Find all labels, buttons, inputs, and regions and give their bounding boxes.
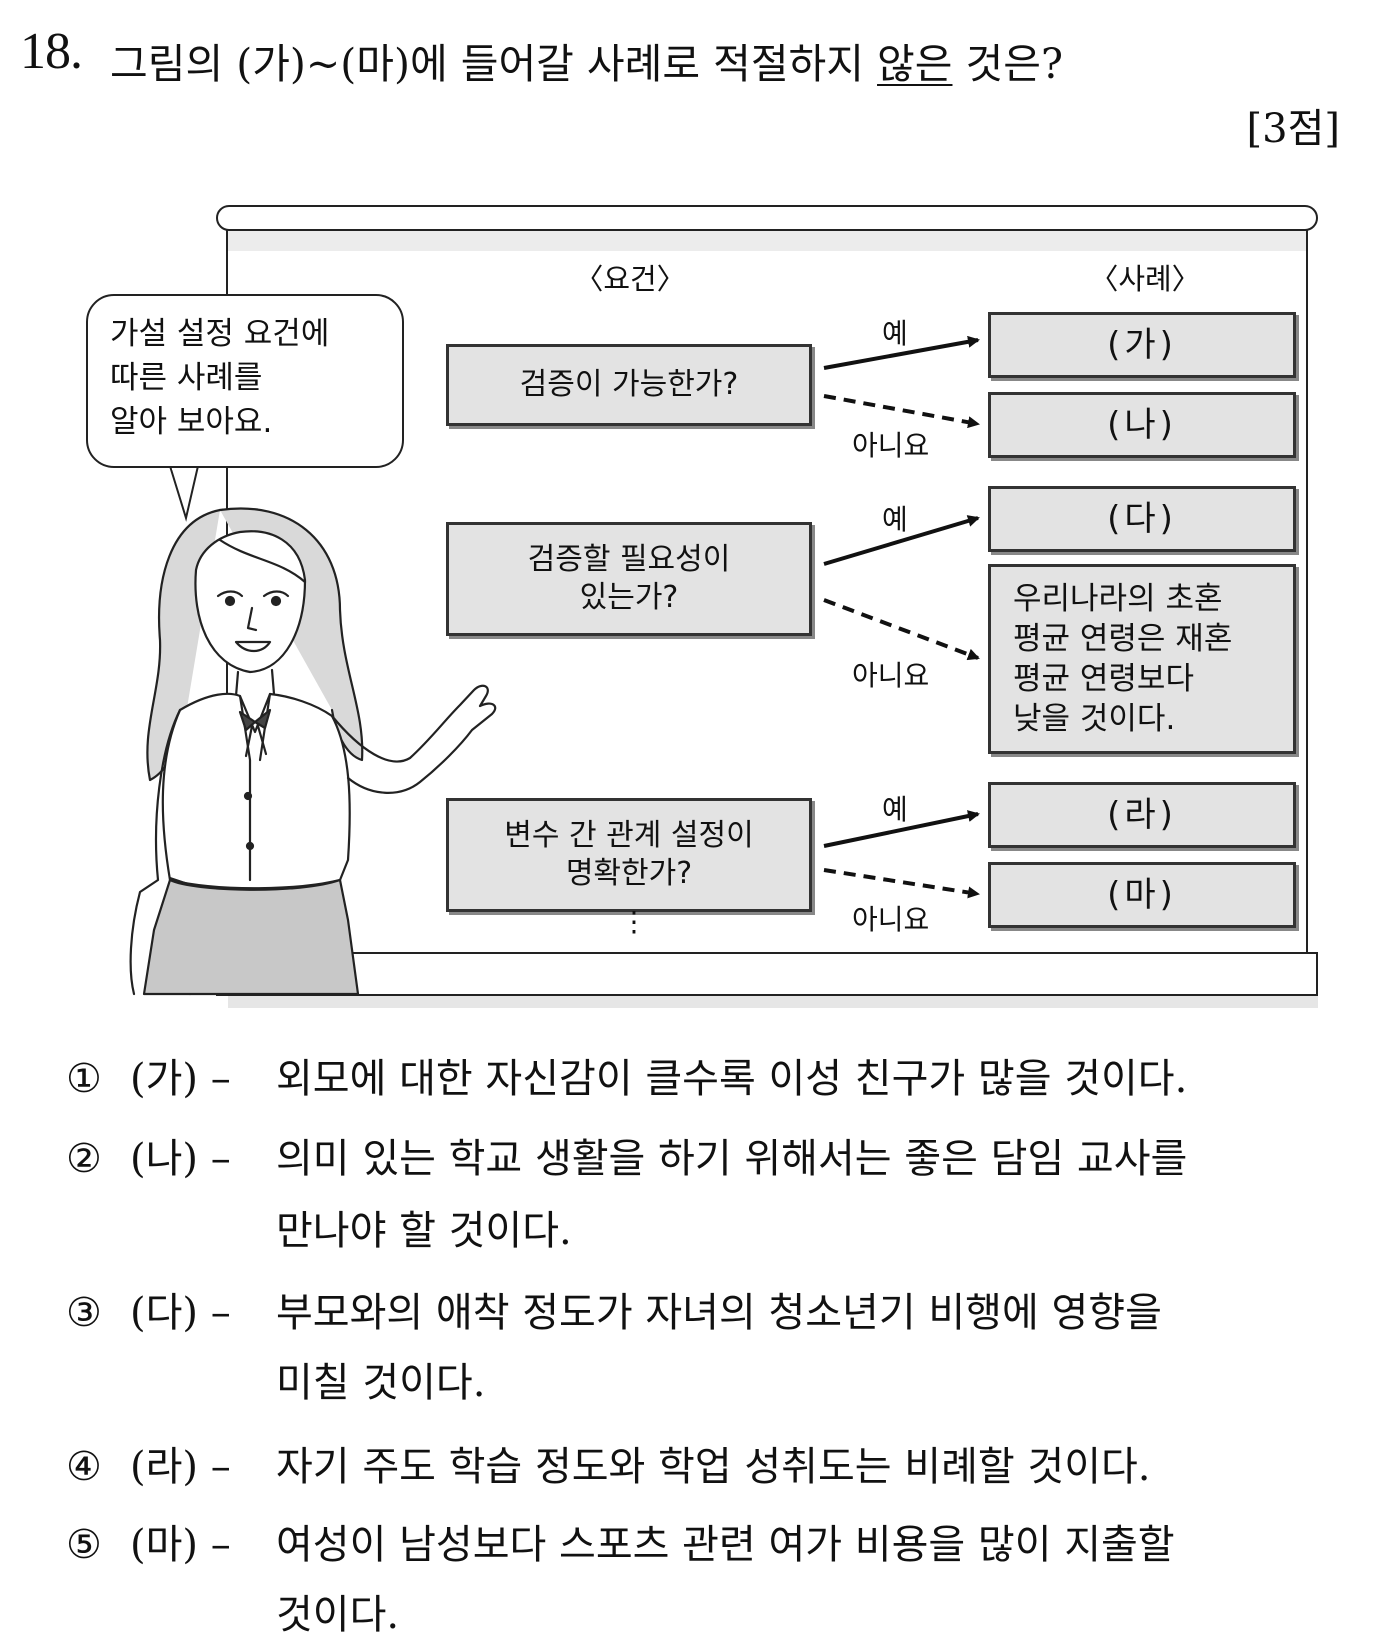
no-arrow-1	[823, 394, 980, 429]
option-5-text-cont[interactable]: 것이다.	[276, 1592, 400, 1638]
yes-label-1: 예	[882, 317, 908, 350]
yes-arrow-2	[823, 515, 980, 566]
case-box-ga: (가)	[988, 312, 1296, 378]
case-column-header: 〈사례〉	[1089, 262, 1201, 296]
no-label-2: 아니요	[852, 659, 930, 692]
option-3-text[interactable]: 부모와의 애착 정도가 자녀의 청소년기 비행에 영향을	[276, 1290, 1162, 1336]
option-2-text[interactable]: 의미 있는 학교 생활을 하기 위해서는 좋은 담임 교사를	[276, 1136, 1188, 1182]
requirement-box-verifiable: 검증이 가능한가?	[446, 344, 812, 426]
whiteboard-top-rail	[216, 205, 1318, 231]
requirement-text: 변수 간 관계 설정이 명확한가?	[504, 818, 754, 891]
ellipsis-mark: ⋮	[620, 905, 648, 938]
requirement-text: 검증이 가능한가?	[519, 367, 739, 402]
no-label-3: 아니요	[852, 903, 930, 936]
option-3-number[interactable]: ③	[66, 1290, 102, 1336]
option-2-tag: (나) –	[130, 1136, 231, 1182]
option-4-tag: (라) –	[130, 1444, 231, 1490]
yes-label-3: 예	[882, 793, 908, 826]
option-1-tag: (가) –	[130, 1056, 231, 1102]
option-3-tag: (다) –	[130, 1290, 231, 1336]
yes-arrow-3	[823, 810, 980, 848]
case-label: (가)	[1107, 325, 1177, 365]
case-label: (나)	[1107, 405, 1177, 445]
speech-bubble	[86, 294, 404, 468]
requirement-box-variable-relation: 변수 간 관계 설정이 명확한가?	[446, 798, 812, 912]
teacher-illustration	[129, 507, 497, 996]
option-4-number[interactable]: ④	[66, 1444, 102, 1490]
option-5-text[interactable]: 여성이 남성보다 스포츠 관련 여가 비용을 많이 지출할	[276, 1522, 1175, 1568]
option-5-tag: (마) –	[130, 1522, 231, 1568]
option-5-number[interactable]: ⑤	[66, 1522, 102, 1568]
question-points: [3점]	[1246, 106, 1340, 152]
speech-bubble-tail	[169, 465, 199, 522]
option-2-number[interactable]: ②	[66, 1136, 102, 1182]
case-label: (마)	[1107, 875, 1177, 915]
no-arrow-3	[823, 868, 980, 899]
question-text-underlined: 않은	[877, 40, 953, 88]
requirement-column-header: 〈요건〉	[574, 262, 686, 296]
option-4-text[interactable]: 자기 주도 학습 정도와 학업 성취도는 비례할 것이다.	[276, 1444, 1151, 1490]
case-box-ma: (마)	[988, 862, 1296, 928]
question-text-start: 그림의 (가)~(마)에 들어갈 사례로 적절하지	[110, 40, 878, 88]
option-1-text[interactable]: 외모에 대한 자신감이 클수록 이성 친구가 많을 것이다.	[276, 1056, 1188, 1102]
case-box-na: (나)	[988, 392, 1296, 458]
case-box-da: (다)	[988, 486, 1296, 552]
question-text-end: 것은?	[952, 40, 1063, 88]
speech-bubble-text: 가설 설정 요건에 따른 사례를 알아 보아요.	[110, 316, 330, 440]
yes-label-2: 예	[882, 503, 908, 536]
example-case-text: 우리나라의 초혼 평균 연령은 재혼 평균 연령보다 낮을 것이다.	[1013, 581, 1233, 737]
option-3-text-cont[interactable]: 미칠 것이다.	[276, 1360, 486, 1406]
whiteboard-ledge-shadow	[228, 996, 1318, 1008]
no-arrow-2	[823, 598, 980, 661]
whiteboard-ledge	[216, 952, 1318, 996]
case-label: (다)	[1107, 499, 1177, 539]
no-label-1: 아니요	[852, 429, 930, 462]
case-box-example: 우리나라의 초혼 평균 연령은 재혼 평균 연령보다 낮을 것이다.	[988, 564, 1296, 754]
case-box-ra: (라)	[988, 782, 1296, 848]
requirement-text: 검증할 필요성이 있는가?	[527, 542, 731, 615]
option-2-text-cont[interactable]: 만나야 할 것이다.	[276, 1208, 572, 1254]
question-number: 18.	[20, 23, 83, 80]
question-text: 그림의 (가)~(마)에 들어갈 사례로 적절하지 않은 것은?	[110, 30, 1063, 90]
yes-arrow-1	[823, 335, 980, 370]
whiteboard-shade	[228, 229, 1306, 251]
requirement-box-necessity: 검증할 필요성이 있는가?	[446, 522, 812, 636]
case-label: (라)	[1107, 795, 1177, 835]
option-1-number[interactable]: ①	[66, 1056, 102, 1102]
